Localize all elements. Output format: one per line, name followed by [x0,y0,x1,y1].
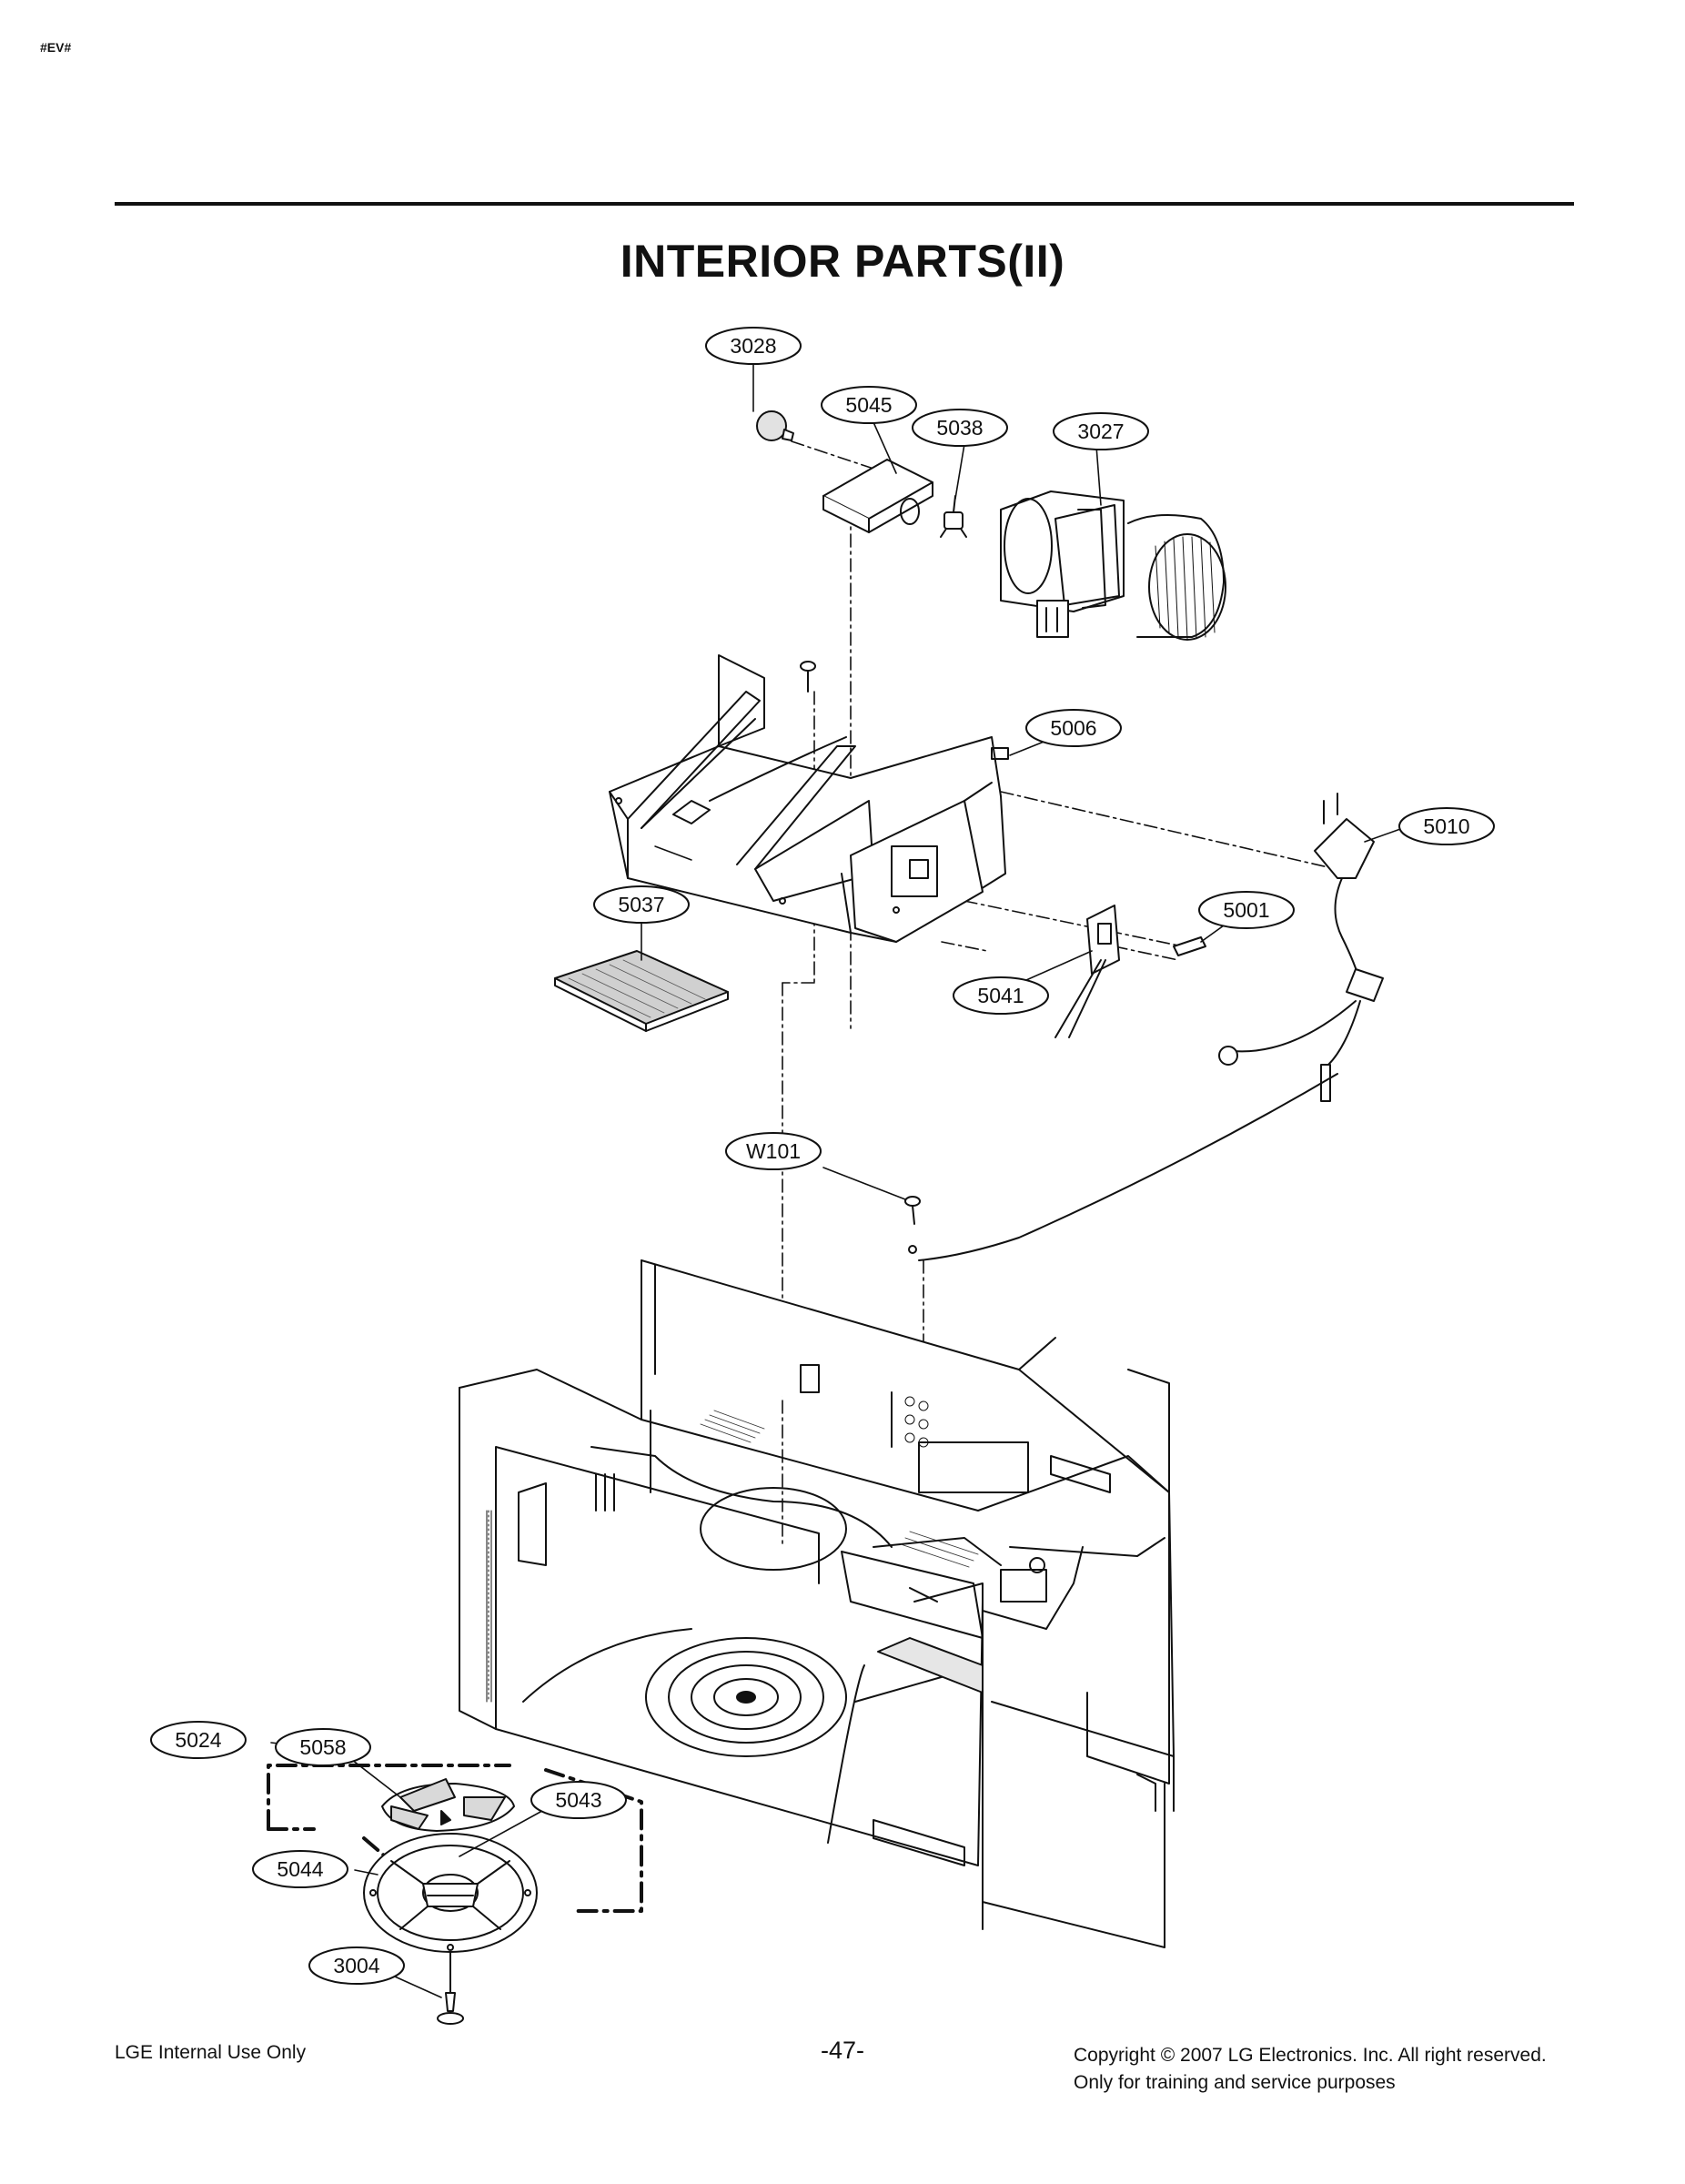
callout-5038: 5038 [936,416,983,440]
grease-filter [554,950,729,1032]
fuse [1173,936,1206,956]
page-number: -47- [820,2037,864,2064]
callout-ovals [150,327,1495,1985]
callout-3027: 3027 [1077,420,1124,443]
callout-5058: 5058 [299,1735,346,1759]
fan-motor-assembly [1000,490,1226,641]
turntable-roller [437,1951,464,2025]
callout-5006: 5006 [1050,716,1096,740]
page-title: INTERIOR PARTS(II) [620,236,1065,287]
footer-internal-use: LGE Internal Use Only [115,2042,307,2063]
callout-5010: 5010 [1423,814,1469,838]
callout-5043: 5043 [555,1788,601,1812]
oven-cavity-case [459,1259,1175,1948]
callout-5037: 5037 [618,893,664,916]
footer-copyright-block: Copyright © 2007 LG Electronics. Inc. Al… [1074,2042,1547,2097]
callout-5001: 5001 [1223,898,1269,922]
callout-3028: 3028 [730,334,776,358]
callout-w101: W101 [746,1139,801,1163]
turntable-motor-housing [363,1833,538,1953]
callout-5024: 5024 [175,1728,221,1752]
power-cord [918,793,1384,1261]
copyright-text: Copyright © 2007 LG Electronics. Inc. Al… [1074,2045,1547,2066]
screw-w101 [904,1196,921,1254]
callout-5041: 5041 [977,984,1024,1007]
callout-3004: 3004 [333,1954,379,1977]
callout-5045: 5045 [845,393,892,417]
document-tag: #EV# [40,40,72,55]
usage-note: Only for training and service purposes [1074,2072,1396,2093]
lamp-socket [940,495,967,538]
lamp-bulb [756,410,794,441]
header-rule [115,202,1574,206]
base-plate-chassis [609,654,1009,943]
stirrer-guide [381,1778,515,1832]
lamp-cover [822,459,933,533]
callout-leaders [270,363,1404,1998]
switch-bracket [1054,905,1120,1038]
callout-5044: 5044 [277,1857,323,1881]
screw [800,661,816,693]
